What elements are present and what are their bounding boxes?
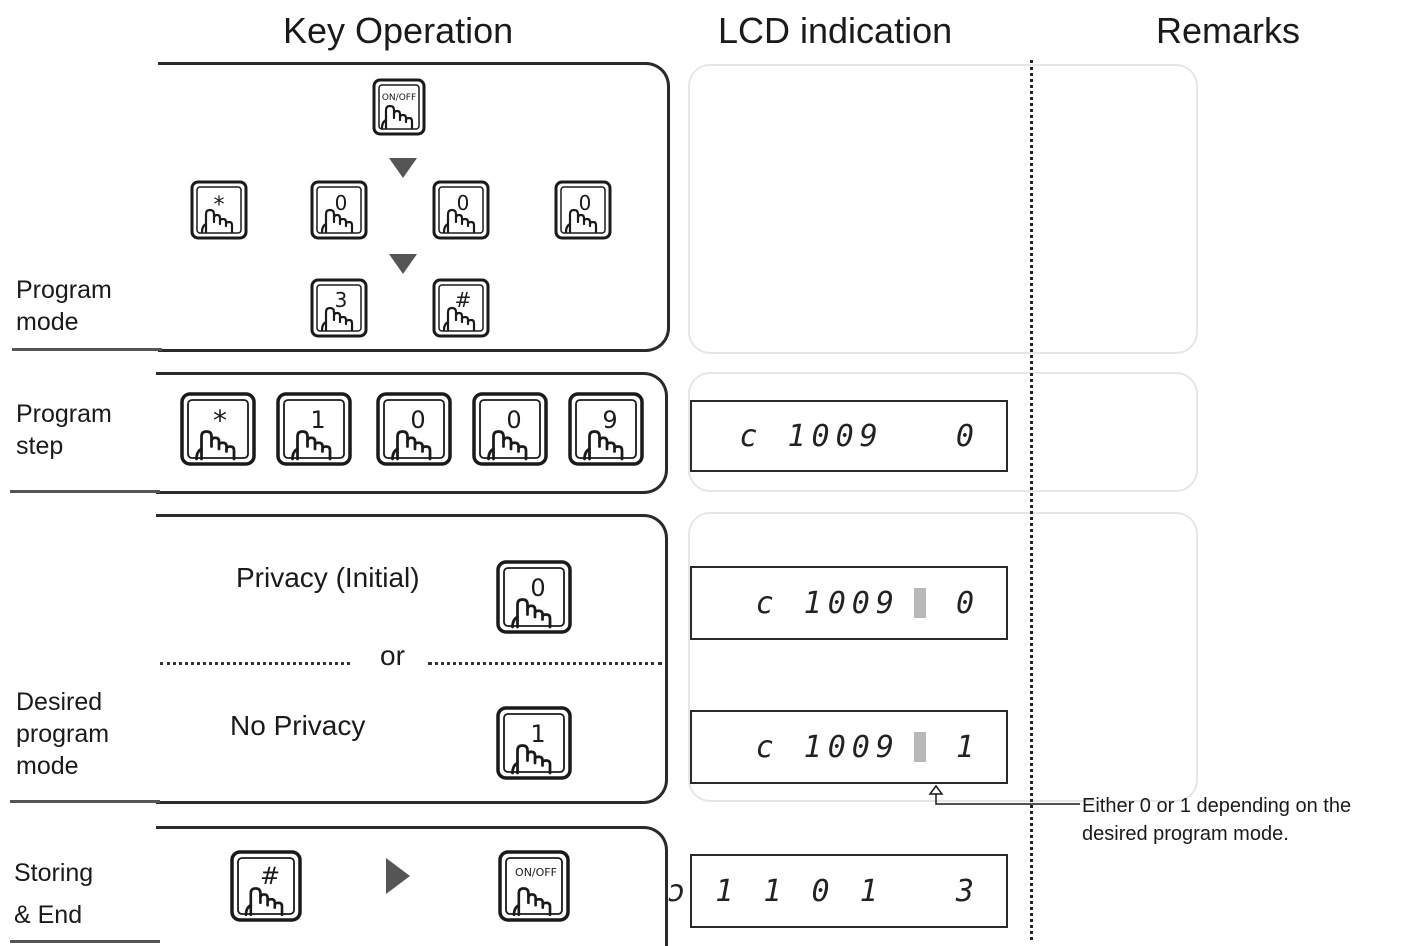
on-off-key-icon: ON/OFF [372, 78, 426, 136]
row-label-line: Desired [16, 688, 103, 716]
remark-note: Either 0 or 1 depending on the desired p… [1082, 792, 1351, 848]
one-key-icon: 1 [496, 706, 572, 780]
star-key-icon: * [190, 180, 248, 240]
row-label-line: Program [16, 276, 112, 304]
zero-key-label: 0 [579, 191, 592, 215]
row-label-line: Program [16, 400, 112, 428]
row-label-desired-mode: Desired program mode [16, 686, 109, 782]
three-key-icon: 3 [310, 278, 368, 338]
pointer-arrow-icon [928, 784, 1080, 805]
zero-key-label: 0 [410, 406, 425, 434]
lcd-privacy: c 1009 0 [690, 566, 1008, 640]
hash-key-icon: # [230, 850, 302, 922]
nine-key-label: 9 [602, 406, 617, 434]
ghost-panel [688, 512, 1198, 802]
lcd-cursor-block [913, 588, 926, 618]
ghost-panel [688, 372, 1198, 492]
zero-key-label: 0 [506, 406, 521, 434]
zero-key-icon: 0 [376, 392, 452, 466]
header-remarks: Remarks [1156, 10, 1301, 51]
lcd-no-privacy: c 1009 1 [690, 710, 1008, 784]
zero-key-label: 0 [335, 191, 348, 215]
ghost-panel [688, 64, 1198, 354]
on-off-key-label: ON/OFF [382, 93, 416, 103]
row-label-line: step [16, 432, 64, 460]
option-no-privacy: No Privacy [230, 710, 366, 741]
option-separator [160, 662, 350, 665]
row-divider [10, 940, 160, 943]
row-divider [10, 800, 160, 803]
lcd-cursor-block [913, 732, 926, 762]
row-label-line: Storing [14, 859, 94, 887]
arrow-down-icon [389, 158, 417, 178]
row-divider [12, 348, 162, 351]
desired-mode-panel [156, 514, 668, 804]
row-label-line: & End [14, 901, 83, 929]
row-divider [10, 490, 160, 493]
star-key-label: * [213, 404, 227, 437]
arrow-right-icon [386, 858, 410, 894]
lcd-digits: c 1009 [755, 585, 900, 621]
lcd-storing: ɔ 1 1 0 1 3 [667, 854, 1008, 928]
row-label-line: mode [16, 752, 79, 780]
one-key-label: 1 [530, 720, 545, 748]
zero-key-icon: 0 [554, 180, 612, 240]
one-key-label: 1 [310, 406, 325, 434]
arrow-down-icon [389, 254, 417, 274]
program-mode-panel [158, 62, 670, 352]
lcd-digit-value: 0 [955, 585, 980, 621]
option-separator [428, 662, 662, 665]
zero-key-icon: 0 [432, 180, 490, 240]
hash-key-label: # [260, 862, 280, 890]
row-label-line: program [16, 720, 110, 748]
zero-key-label: 0 [457, 191, 470, 215]
row-label-program-step: Program step [16, 398, 112, 462]
hash-key-label: # [455, 288, 472, 312]
storing-panel [156, 826, 668, 946]
nine-key-icon: 9 [568, 392, 644, 466]
star-key-label: * [214, 193, 225, 218]
star-key-icon: * [180, 392, 256, 466]
on-off-key-icon: ON/OFF [498, 850, 570, 922]
option-privacy-initial: Privacy (Initial) [236, 562, 420, 593]
column-separator [1030, 60, 1033, 940]
lcd-program-step: c 1009 0 [690, 400, 1008, 472]
three-key-label: 3 [335, 288, 348, 312]
remark-line: desired program mode. [1082, 823, 1289, 845]
or-label: or [380, 640, 405, 671]
hash-key-icon: # [432, 278, 490, 338]
zero-key-icon: 0 [496, 560, 572, 634]
lcd-digits: c 1009 [755, 729, 900, 765]
row-label-line: mode [16, 308, 79, 336]
zero-key-icon: 0 [310, 180, 368, 240]
on-off-key-label: ON/OFF [515, 866, 557, 879]
zero-key-label: 0 [530, 574, 545, 602]
header-lcd-indication: LCD indication [718, 10, 953, 51]
program-step-panel [156, 372, 668, 494]
row-label-program-mode: Program mode [16, 274, 112, 338]
header-key-operation: Key Operation [283, 10, 514, 51]
one-key-icon: 1 [276, 392, 352, 466]
zero-key-icon: 0 [472, 392, 548, 466]
row-label-storing: Storing & End [14, 852, 93, 936]
lcd-digit-value: 1 [955, 729, 980, 765]
remark-line: Either 0 or 1 depending on the [1082, 795, 1352, 817]
